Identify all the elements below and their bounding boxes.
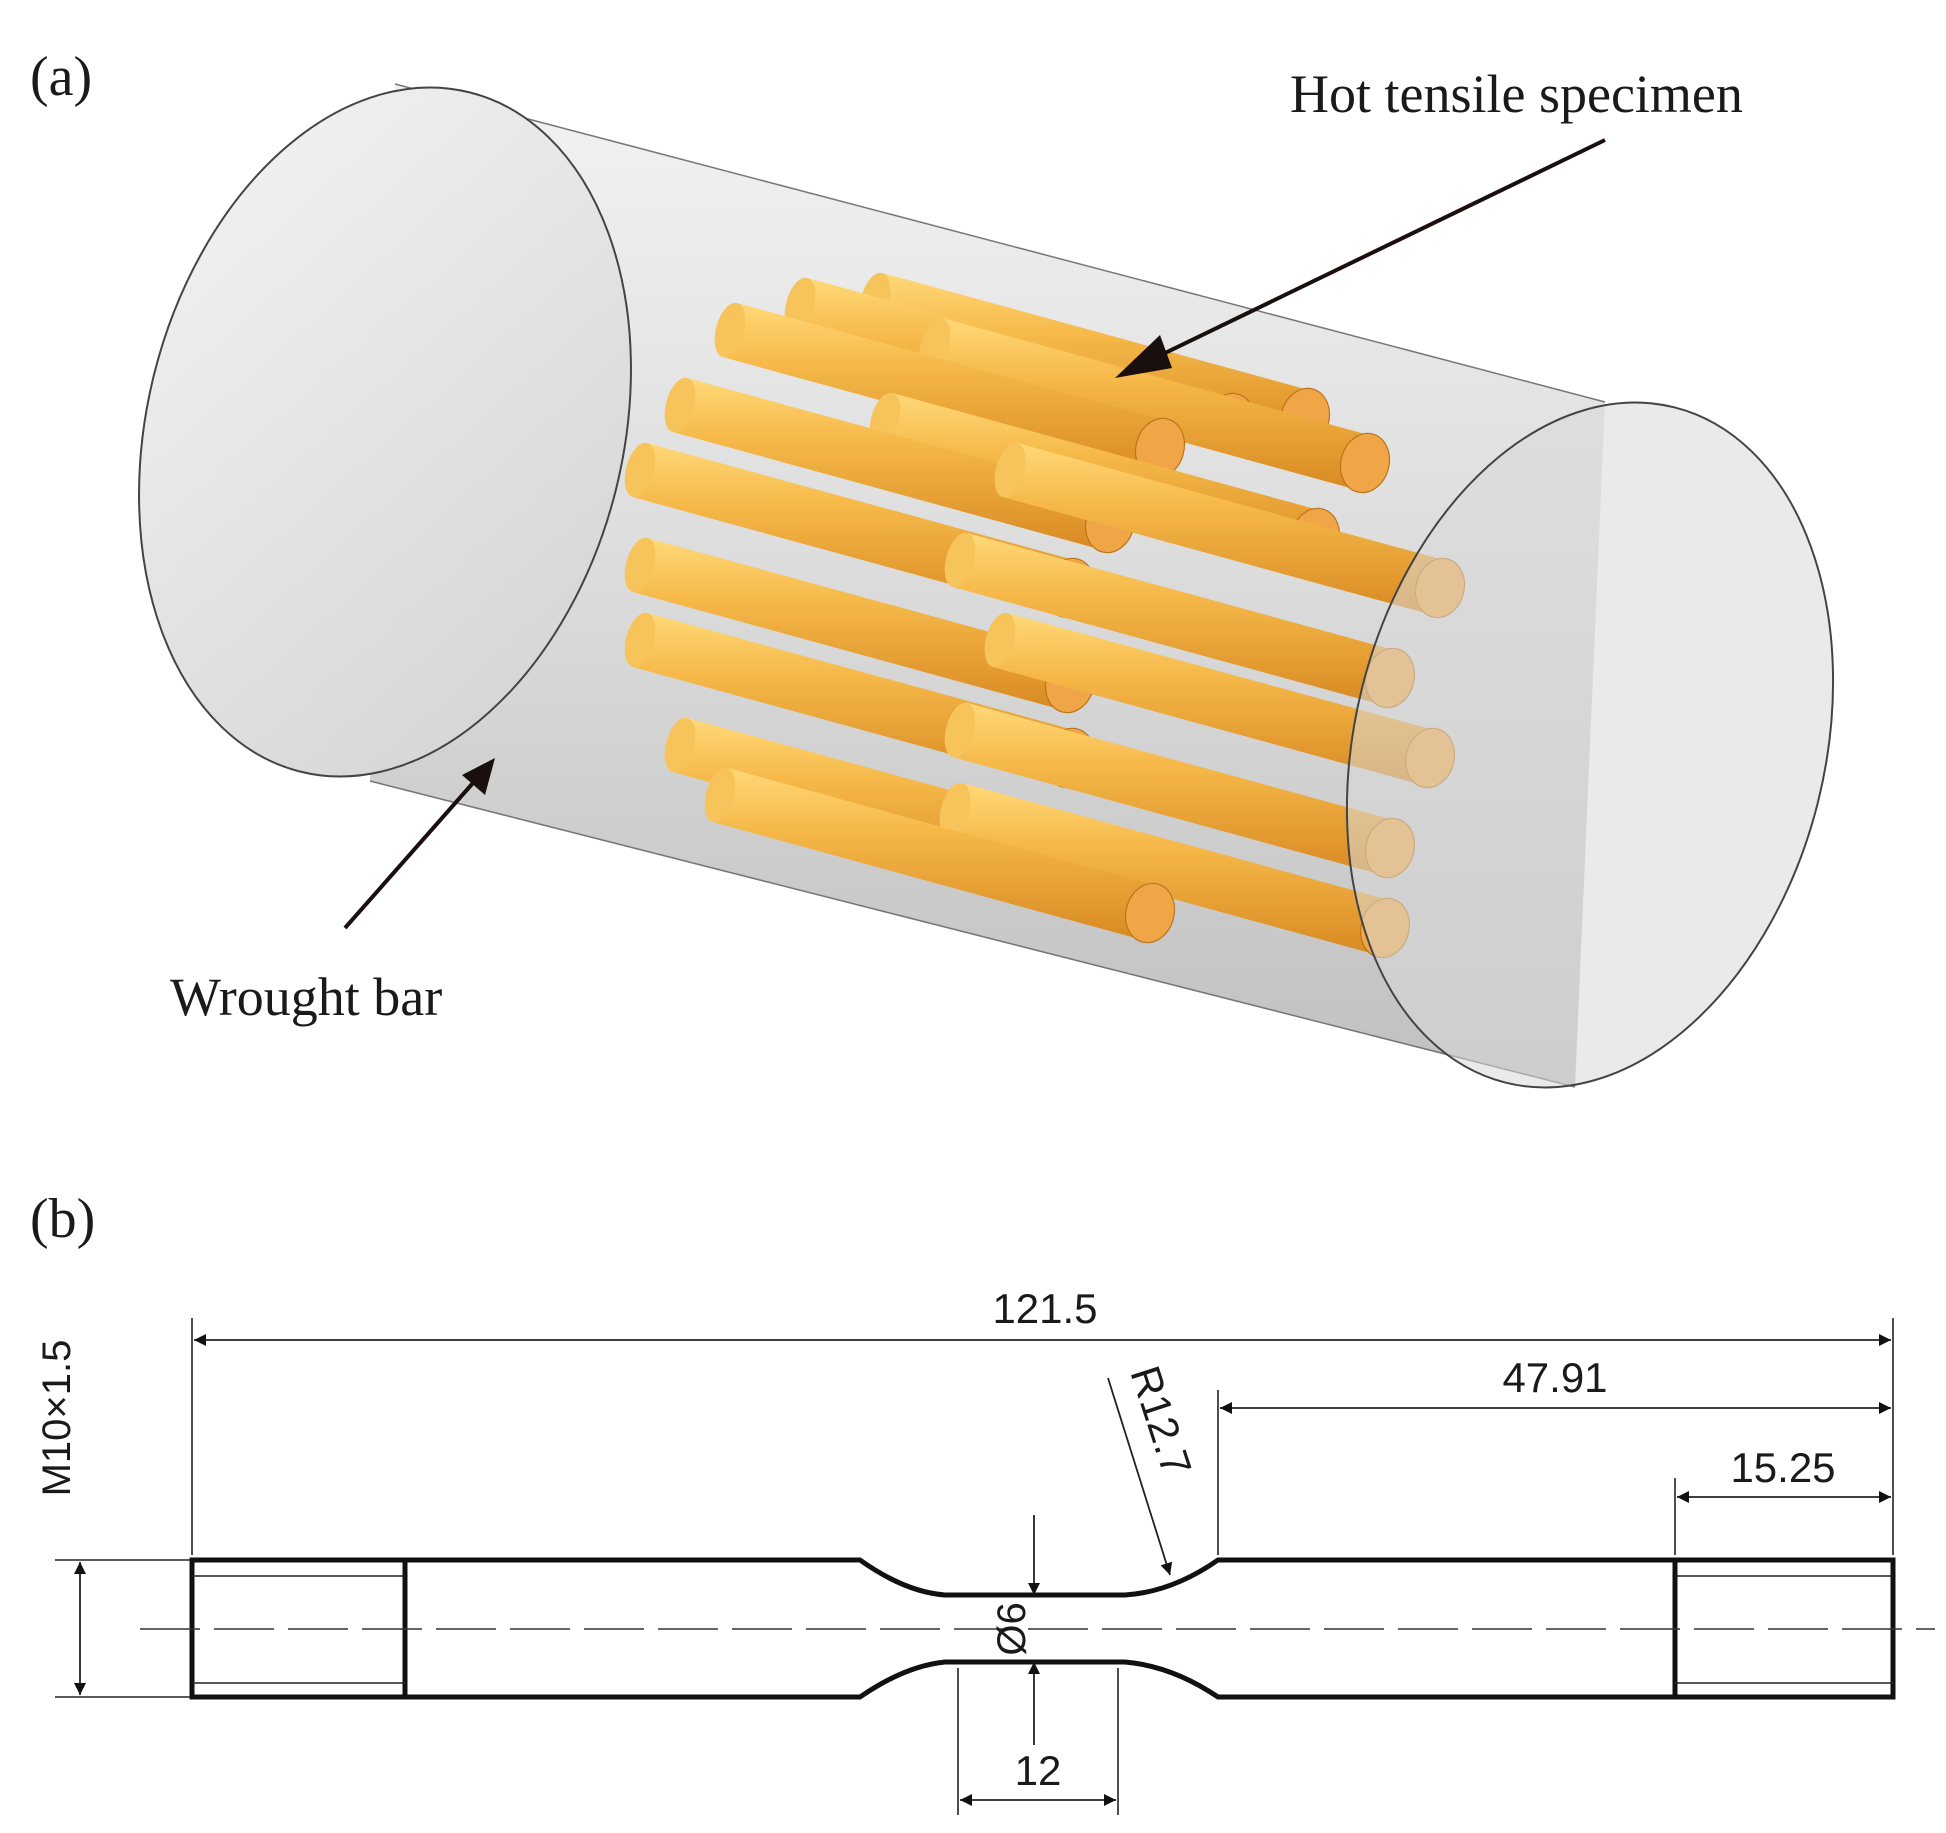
panel-b-label: (b) [30,1188,95,1250]
specimen-rod [947,782,1393,956]
specimen-rod [632,537,1078,711]
specimen-rods [624,272,1466,959]
specimen-rod-end-face [1339,432,1391,494]
specimen-rod [1002,442,1448,616]
dim-fillet-radius: R12.7 [1107,1360,1201,1576]
bar-arrowhead [462,758,495,795]
panel-a-label: (a) [30,46,92,108]
hot-tensile-specimen-label: Hot tensile specimen [1290,64,1743,124]
bar-arrow [343,773,482,930]
specimen-rod-back-end [994,442,1026,498]
dim-thread-spec: M10×1.5 [35,1340,190,1698]
specimen-rod-back-end [944,702,976,758]
specimen-rod [952,702,1398,876]
dim-overall-length: 121.5 [191,1285,1894,1555]
dim-gauge-length: 12 [957,1668,1119,1815]
right-section-length-value: 47.91 [1502,1354,1607,1401]
gauge-diameter-value: Ø6 [990,1602,1034,1655]
specimen-outline-bottom [189,1659,1896,1700]
wrought-bar-label: Wrought bar [170,967,442,1027]
specimen-rod [672,377,1118,551]
specimen-rod [722,302,1168,476]
dim-right-section: 47.91 [1217,1354,1891,1555]
fillet-radius-value: R12.7 [1121,1360,1200,1481]
specimen-drawing [140,1557,1935,1700]
specimen-rod-back-end [704,767,736,823]
specimen-rod-back-end [624,612,656,668]
specimen-rod-back-end [624,537,656,593]
specimen-rod-back-end [984,612,1016,668]
dim-gauge-diameter: Ø6 [990,1515,1040,1745]
specimen-rod-back-end [944,532,976,588]
specimen-rod [992,612,1438,786]
dim-thread-length: 15.25 [1674,1444,1891,1555]
specimen-rod [927,317,1373,491]
specimen-rod-back-end [939,782,971,838]
overall-length-value: 121.5 [992,1285,1097,1332]
thread-spec-value: M10×1.5 [35,1340,79,1497]
specimen-rod-back-end [664,377,696,433]
specimen-arrowhead [1115,335,1172,378]
wrought-bar-right-face [1345,401,1835,1089]
gauge-length-value: 12 [1015,1747,1062,1794]
specimen-rod [952,532,1398,706]
specimen-arrow [1128,138,1606,372]
specimen-rod-back-end [714,302,746,358]
wrought-bar-left-face [138,86,632,778]
thread-length-value: 15.25 [1730,1444,1835,1491]
wrought-bar-top-edge [394,83,1606,403]
specimen-rod-end-face [1124,882,1176,944]
wrought-bar-bottom-edge [369,780,1576,1088]
panel-b: (b) 121.5 47.91 [30,1188,1935,1815]
specimen-rod-back-end [664,717,696,773]
specimen-outline-top [189,1557,1896,1598]
specimen-rod-back-end [624,442,656,498]
panel-a: (a) Hot tensile specimen Wrought bar [30,46,1835,1089]
specimen-rod [712,767,1158,941]
